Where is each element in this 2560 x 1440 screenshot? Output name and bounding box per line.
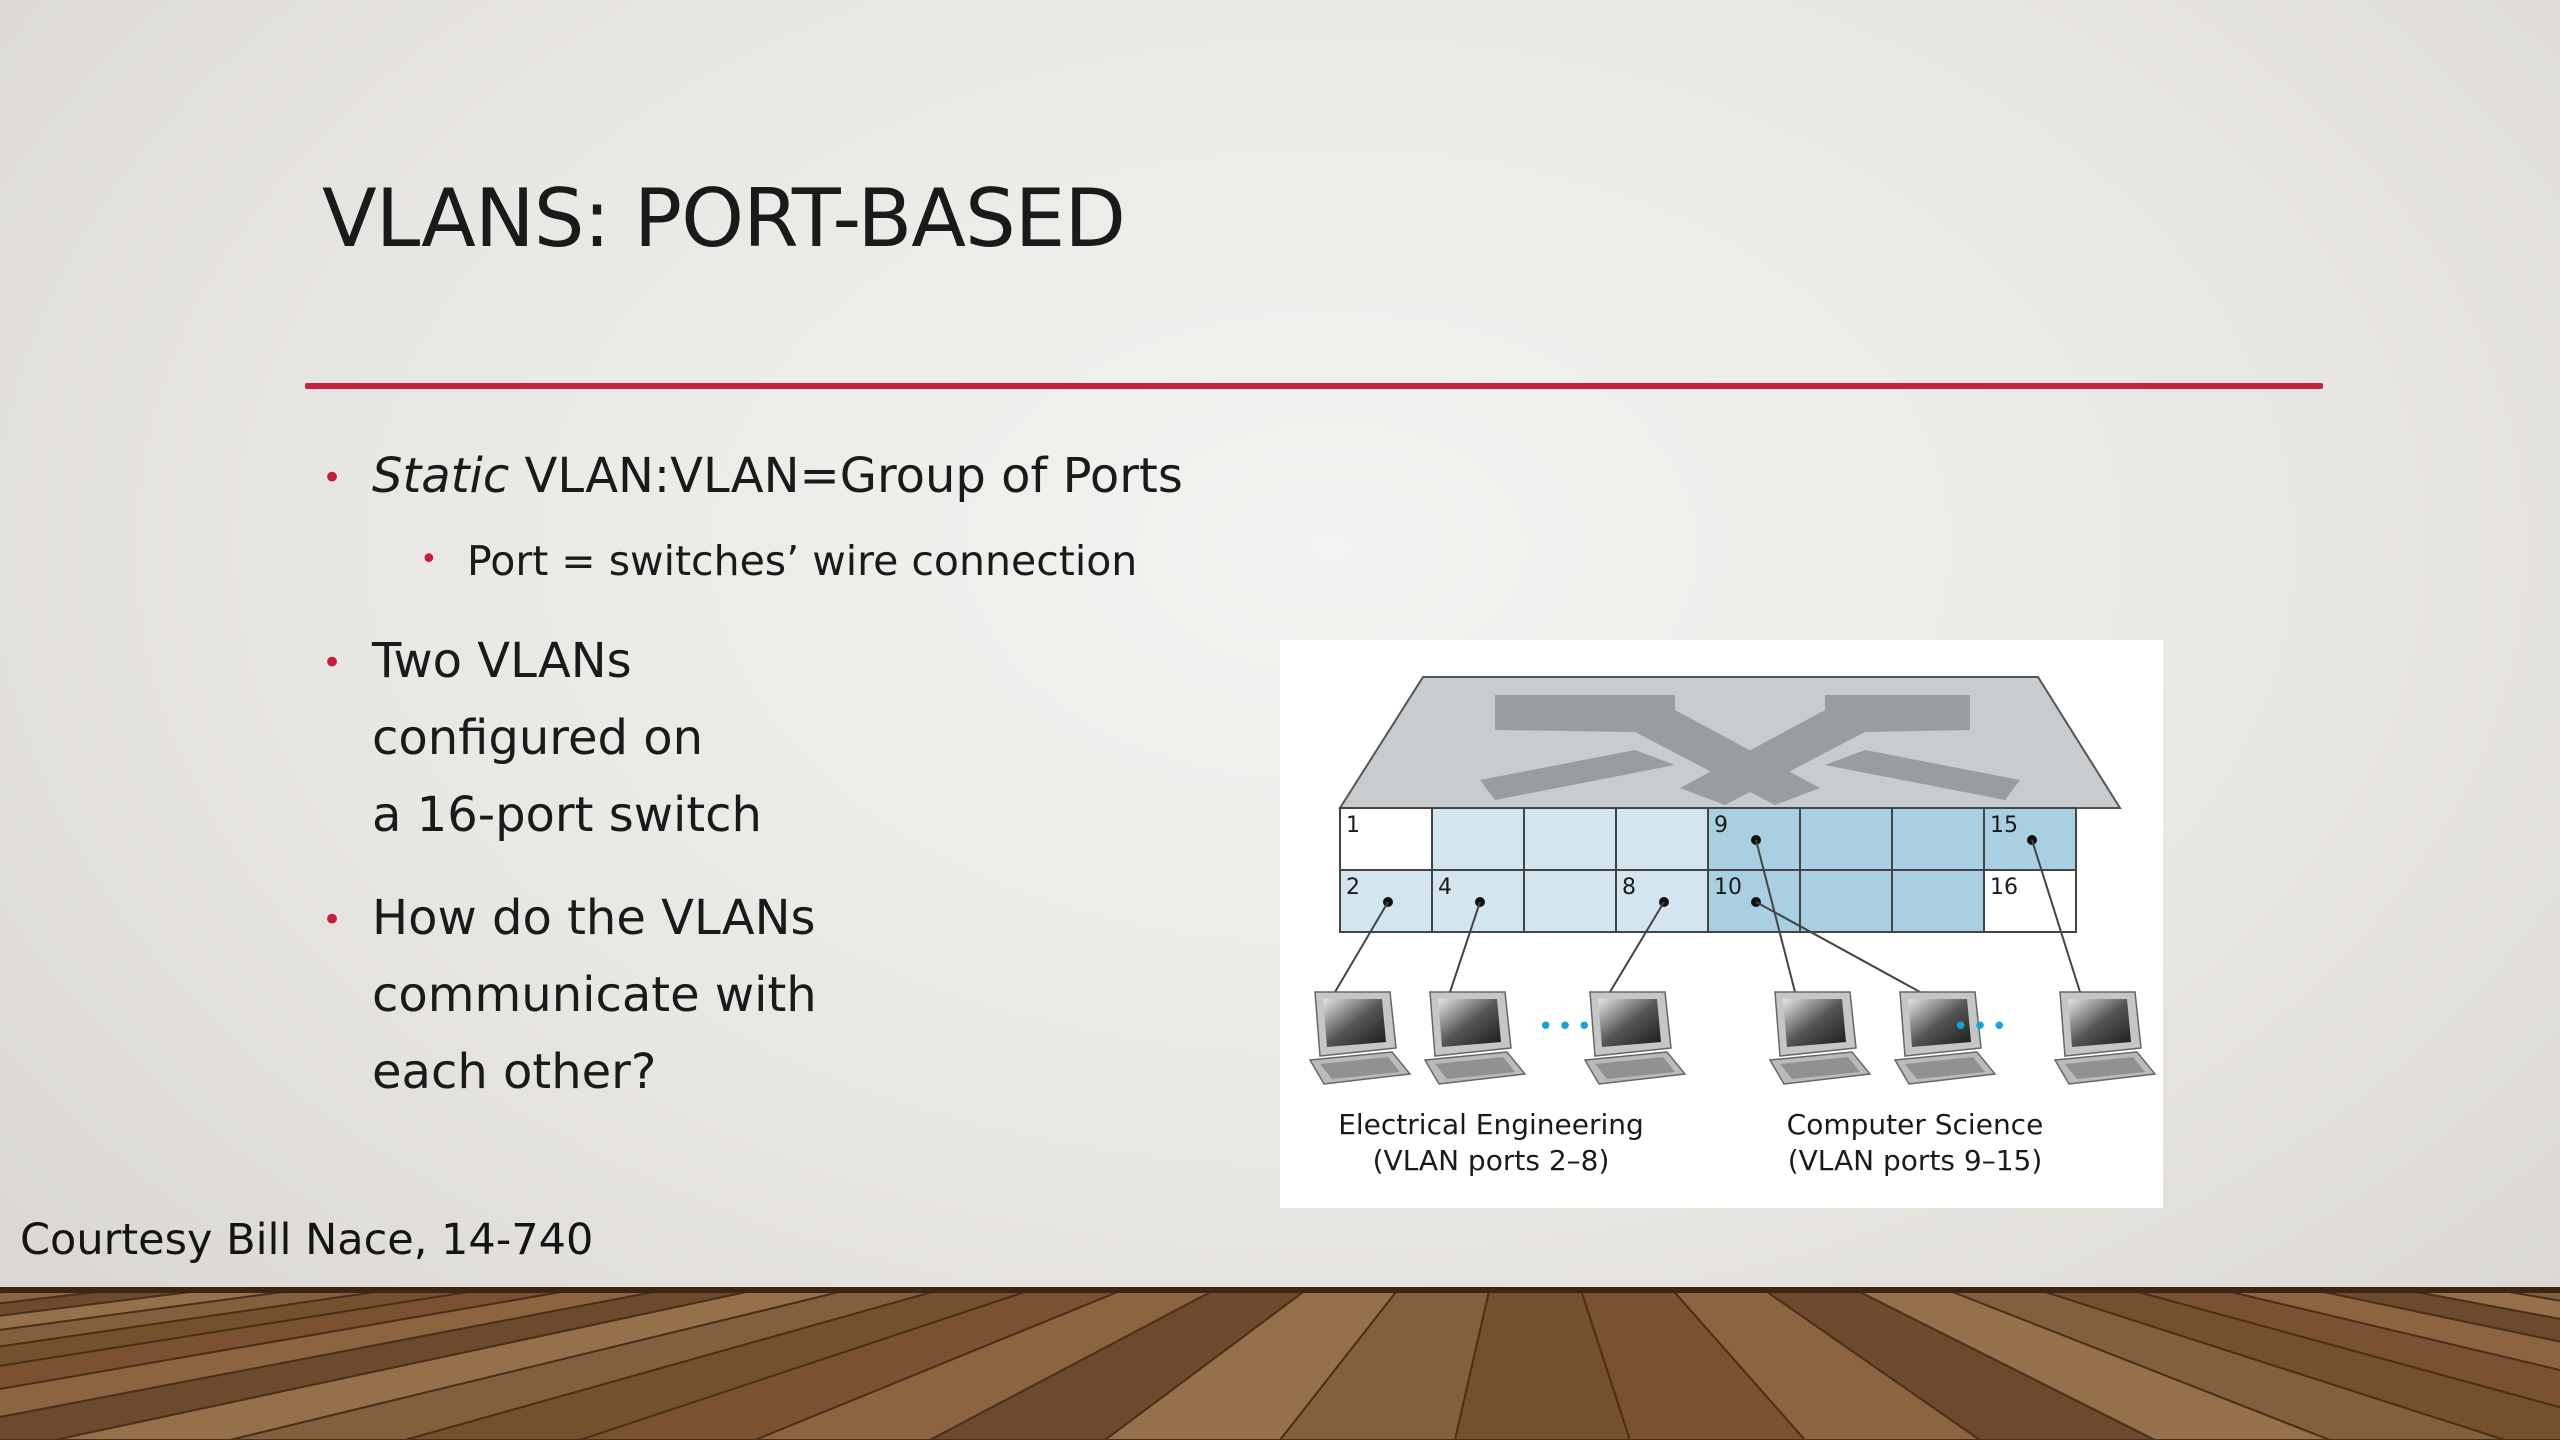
slide-title: VLANS: PORT-BASED xyxy=(322,172,1126,265)
floor-edge xyxy=(0,1287,2560,1293)
floor-plank xyxy=(579,1287,1131,1440)
computer-icon xyxy=(2053,991,2157,1085)
bullet-marker: • xyxy=(322,900,343,940)
floor-plank xyxy=(404,1287,1041,1440)
bullet-static-vlan: Static VLAN:VLAN=Group of Ports xyxy=(372,448,1183,504)
floor-planks xyxy=(0,1287,2560,1440)
cable xyxy=(1334,901,1389,993)
diagram-canvas: 1 9 15 2 4 8 10 16 ••• ••• xyxy=(1308,676,2157,1177)
computer-icon xyxy=(1308,991,1412,1085)
switch-port xyxy=(1799,807,1893,871)
port-number: 4 xyxy=(1438,875,1452,900)
floor-plank xyxy=(1939,1287,2506,1440)
label-ee-name: Electrical Engineering xyxy=(1338,1108,1644,1141)
switch-port xyxy=(1339,807,1433,871)
floor-plank xyxy=(54,1287,861,1440)
floor-plank xyxy=(2389,1287,2560,1320)
bullet-line: a 16-port switch xyxy=(372,787,762,843)
bullet-marker: • xyxy=(322,643,343,683)
bullet-line: Two VLANs xyxy=(372,633,632,689)
switch-port xyxy=(1891,869,1985,933)
floor-plank xyxy=(929,1287,1312,1440)
computers xyxy=(1308,991,2157,1085)
floor-plank xyxy=(2209,1287,2560,1372)
label-cs-name: Computer Science xyxy=(1787,1108,2044,1141)
switch-port xyxy=(1983,869,2077,933)
cable xyxy=(1755,839,1796,993)
floor-plank xyxy=(2029,1287,2560,1440)
switch-port xyxy=(1523,807,1617,871)
vlan-switch-diagram: 1 9 15 2 4 8 10 16 ••• ••• xyxy=(1280,640,2163,1208)
port-number: 8 xyxy=(1622,875,1636,900)
ellipsis-ee: ••• xyxy=(1538,1012,1596,1042)
bullet-marker: • xyxy=(322,458,343,498)
label-ee-ports: (VLAN ports 2–8) xyxy=(1373,1144,1610,1177)
cable xyxy=(1755,901,1921,993)
cables xyxy=(1334,839,2081,993)
floor-plank xyxy=(1578,1287,1807,1440)
computer-icon xyxy=(1423,991,1527,1085)
switch-port xyxy=(1615,807,1709,871)
switch-port xyxy=(1799,869,1893,933)
sub-bullet-port-definition: Port = switches’ wire connection xyxy=(467,537,1138,585)
port-number: 1 xyxy=(1346,813,1360,838)
switch-x-mark xyxy=(1480,695,2020,805)
port-number: 16 xyxy=(1990,875,2018,900)
floor-plank xyxy=(1758,1287,2156,1440)
floor-plank xyxy=(2119,1287,2560,1409)
floor-plank xyxy=(1278,1287,1492,1440)
switch-port xyxy=(1523,869,1617,933)
floor-plank xyxy=(1453,1287,1632,1440)
bullet-line: configured on xyxy=(372,710,704,766)
port-number: 10 xyxy=(1714,875,1742,900)
cable xyxy=(2031,839,2081,993)
sub-bullet-marker: • xyxy=(420,542,438,577)
floor-plank xyxy=(2299,1287,2560,1343)
bullet-italic-prefix: Static xyxy=(372,448,510,504)
floor-plank xyxy=(1668,1287,1982,1440)
bullet-line: each other? xyxy=(372,1044,657,1100)
floor-plank xyxy=(0,1287,771,1440)
title-divider xyxy=(305,383,2323,389)
computer-icon xyxy=(1768,991,1872,1085)
computer-icon xyxy=(1583,991,1687,1085)
floor-plank xyxy=(1103,1287,1402,1440)
floor-plank xyxy=(1849,1287,2331,1440)
port-grid: 1 9 15 2 4 8 10 16 xyxy=(1339,807,2077,933)
label-cs-ports: (VLAN ports 9–15) xyxy=(1788,1144,2043,1177)
bullet-text: VLAN:VLAN=Group of Ports xyxy=(509,448,1183,504)
floor-plank xyxy=(754,1287,1221,1440)
courtesy-credit: Courtesy Bill Nace, 14-740 xyxy=(20,1215,594,1265)
floor-plank xyxy=(229,1287,951,1440)
cable xyxy=(1609,901,1665,993)
port-number: 2 xyxy=(1346,875,1360,900)
computer-icon xyxy=(1893,991,1997,1085)
switch-port xyxy=(1431,807,1525,871)
bullet-line: communicate with xyxy=(372,967,817,1023)
port-number: 9 xyxy=(1714,813,1728,838)
cable xyxy=(1449,901,1481,993)
port-number: 15 xyxy=(1990,813,2018,838)
wood-floor-decor xyxy=(0,1287,2560,1440)
ellipsis-cs: ••• xyxy=(1953,1012,2011,1042)
bullet-line: How do the VLANs xyxy=(372,890,816,946)
switch-port xyxy=(1891,807,1985,871)
